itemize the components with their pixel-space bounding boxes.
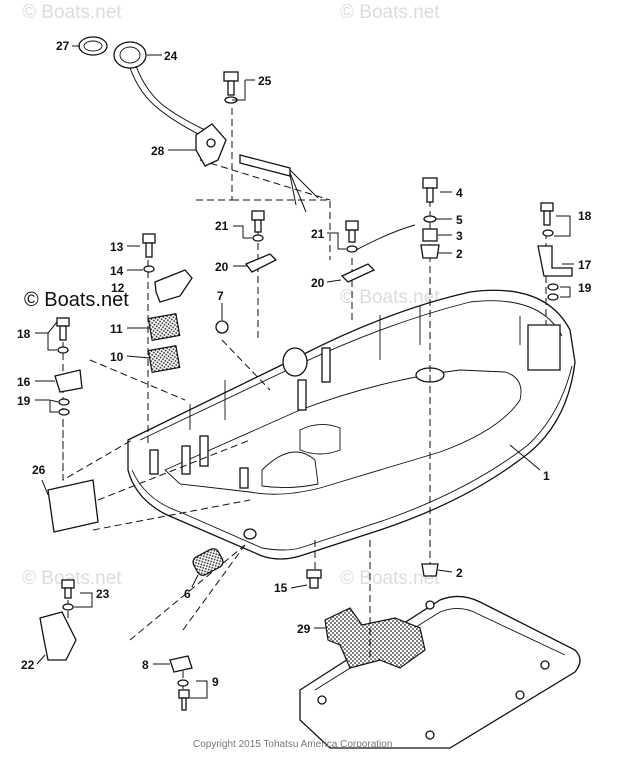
leaders xyxy=(35,45,574,699)
callout-12: 12 xyxy=(111,281,125,295)
plate-8 xyxy=(169,655,193,711)
watermark: © Boats.net xyxy=(340,287,440,308)
callout-11: 11 xyxy=(110,322,123,336)
watermark: © Boats.net xyxy=(22,568,122,589)
wire-harness xyxy=(239,154,319,213)
callout-3: 3 xyxy=(456,229,463,243)
callout-21: 21 xyxy=(311,227,325,241)
nut-7 xyxy=(215,320,229,334)
callout-19: 19 xyxy=(578,281,592,295)
nut-2-lower xyxy=(421,563,439,577)
watermark: © Boats.net xyxy=(22,2,122,23)
callout-26: 26 xyxy=(32,463,46,477)
plug-15 xyxy=(306,569,322,589)
mount-10 xyxy=(147,345,181,373)
callout-13: 13 xyxy=(110,240,124,254)
callout-19: 19 xyxy=(17,394,31,408)
callout-1: 1 xyxy=(543,469,550,483)
clip-22 xyxy=(39,579,77,661)
callouts: 27 24 25 28 4 5 3 2 18 17 19 21 21 20 20… xyxy=(17,39,592,689)
grommet-6 xyxy=(192,548,224,576)
callout-17: 17 xyxy=(578,258,592,272)
callout-10: 10 xyxy=(110,350,124,364)
callout-24: 24 xyxy=(164,49,178,63)
callout-22: 22 xyxy=(21,658,35,672)
callout-25: 25 xyxy=(258,74,272,88)
callout-2: 2 xyxy=(456,247,463,261)
bolt-stack-4-5-3-2 xyxy=(420,177,440,259)
callout-5: 5 xyxy=(456,213,463,227)
copyright-text: Copyright 2015 Tohatsu America Corporati… xyxy=(193,739,392,750)
callout-18: 18 xyxy=(17,327,31,341)
callout-20: 20 xyxy=(215,260,229,274)
callout-20: 20 xyxy=(311,276,325,290)
callout-9: 9 xyxy=(212,675,219,689)
bracket-16 xyxy=(54,317,83,416)
callout-6: 6 xyxy=(184,587,191,601)
callout-23: 23 xyxy=(96,587,110,601)
bottom-cowl xyxy=(127,289,576,560)
mount-11 xyxy=(147,313,181,341)
bolt-25 xyxy=(223,71,239,104)
assembly-lines xyxy=(62,108,547,690)
cable-grommet xyxy=(113,41,206,136)
callout-16: 16 xyxy=(17,375,31,389)
callout-21: 21 xyxy=(215,219,229,233)
watermark: © Boats.net xyxy=(340,2,440,23)
pads-20-21 xyxy=(244,210,416,283)
callout-28: 28 xyxy=(151,144,165,158)
callout-14: 14 xyxy=(110,264,124,278)
callout-4: 4 xyxy=(456,186,463,200)
callout-29: 29 xyxy=(297,622,311,636)
callout-8: 8 xyxy=(142,658,149,672)
grommet-ring xyxy=(78,36,108,56)
bracket-17 xyxy=(537,202,573,301)
callout-7: 7 xyxy=(217,289,224,303)
callout-18: 18 xyxy=(578,209,592,223)
watermark: © Boats.net xyxy=(340,568,440,589)
callout-27: 27 xyxy=(56,39,70,53)
label-plate xyxy=(47,479,99,533)
lower-plate xyxy=(299,595,581,749)
callout-2: 2 xyxy=(456,566,463,580)
callout-15: 15 xyxy=(274,581,288,595)
bracket-12 xyxy=(142,233,193,303)
watermark: © Boats.net xyxy=(24,289,129,311)
